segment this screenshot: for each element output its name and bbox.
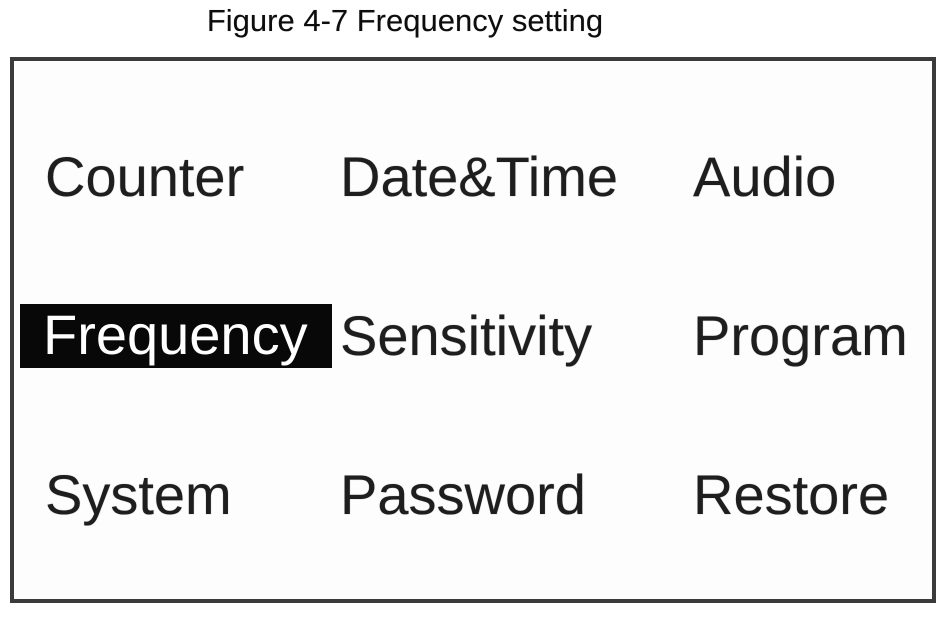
menu-item-restore[interactable]: Restore (693, 464, 889, 526)
menu-item-label: Counter (45, 144, 245, 208)
menu-item-label: Program (693, 303, 908, 367)
settings-menu: Counter Date&Time Audio Frequency Sensit… (14, 61, 932, 599)
menu-item-label: Password (340, 463, 586, 527)
menu-item-label: Date&Time (340, 144, 619, 208)
menu-item-label: Audio (693, 144, 837, 208)
menu-item-date-time[interactable]: Date&Time (340, 144, 619, 208)
menu-item-program[interactable]: Program (693, 303, 908, 367)
figure-caption: Figure 4-7 Frequency setting (206, 3, 604, 38)
menu-item-password[interactable]: Password (340, 464, 586, 526)
selected-menu-item-label: Frequency (20, 303, 332, 368)
menu-item-label: System (45, 463, 232, 527)
menu-item-system[interactable]: System (45, 464, 232, 526)
device-screen: Counter Date&Time Audio Frequency Sensit… (10, 57, 936, 603)
menu-item-audio[interactable]: Audio (693, 144, 837, 208)
menu-item-frequency[interactable]: Frequency (20, 303, 332, 368)
menu-item-counter[interactable]: Counter (45, 144, 245, 208)
menu-item-sensitivity[interactable]: Sensitivity (340, 303, 593, 367)
menu-item-label: Sensitivity (340, 303, 593, 367)
menu-item-label: Restore (693, 463, 890, 527)
